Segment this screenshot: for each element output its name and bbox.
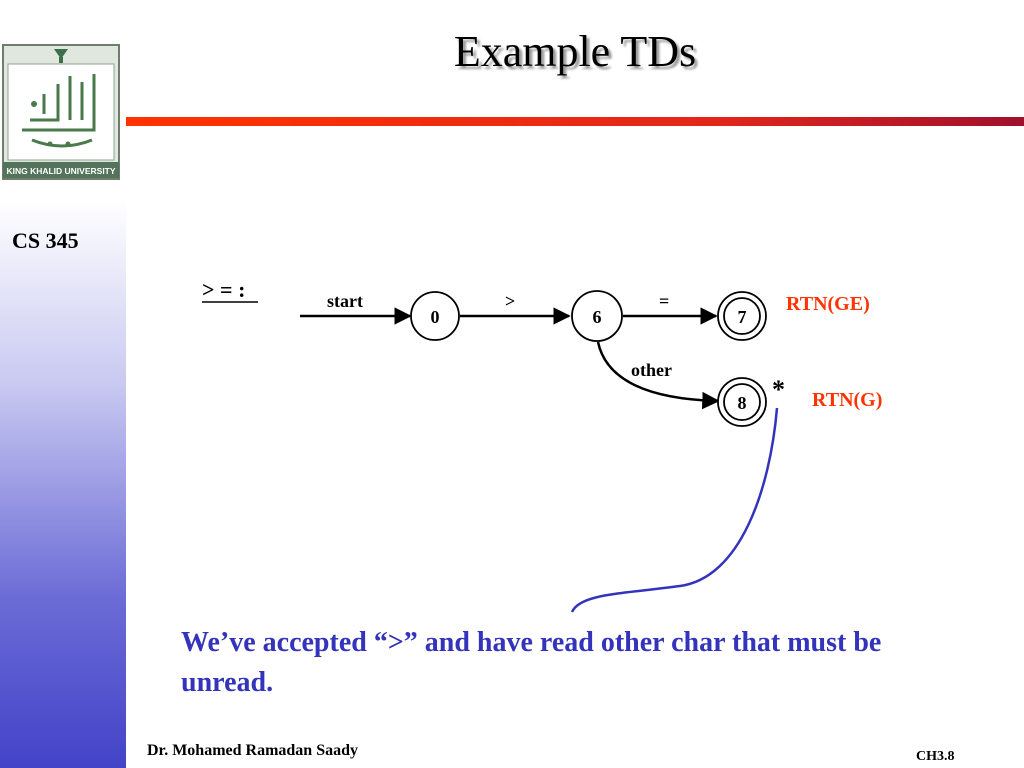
title-rule: [126, 117, 1024, 126]
course-label: CS 345: [12, 228, 79, 253]
state-7: 7: [717, 291, 767, 341]
pattern-label: > = :: [202, 277, 245, 302]
edge-label-other: other: [631, 360, 672, 380]
author-footer: Dr. Mohamed Ramadan Saady: [147, 742, 358, 759]
state-6-label: 6: [593, 307, 602, 327]
state-8: 8: [717, 377, 767, 427]
edge-label-eq: =: [659, 291, 669, 311]
callout-curve: [570, 407, 779, 613]
state-0: 0: [410, 291, 460, 341]
state-0-label: 0: [431, 307, 440, 327]
callout-caption: We’ve accepted “>” and have read other c…: [181, 627, 882, 698]
logo-text: KING KHALID UNIVERSITY: [6, 166, 115, 176]
retract-marker: *: [772, 375, 785, 404]
edge-label-gt: >: [505, 291, 515, 311]
state-7-label: 7: [738, 307, 747, 327]
university-logo: KING KHALID UNIVERSITY: [2, 44, 120, 180]
slide-title: Example TDs: [453, 27, 697, 76]
edge-6-8: [596, 341, 720, 410]
action-g: RTN(G): [812, 389, 882, 411]
state-6: 6: [571, 290, 623, 342]
slide-number: CH3.8: [916, 749, 955, 764]
action-ge: RTN(GE): [786, 293, 870, 315]
start-label: start: [327, 291, 363, 311]
state-8-label: 8: [738, 393, 747, 413]
